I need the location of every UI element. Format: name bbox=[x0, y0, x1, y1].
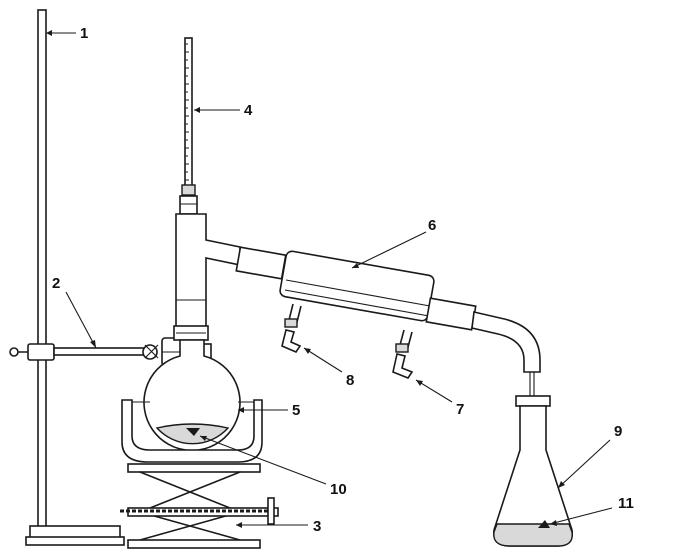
label-4: 4 bbox=[244, 102, 253, 119]
heating-bath bbox=[121, 399, 263, 463]
still-head bbox=[173, 213, 241, 341]
label-5: 5 bbox=[292, 402, 300, 419]
round-bottom-flask bbox=[143, 339, 241, 452]
retort-stand bbox=[25, 9, 125, 546]
label-7: 7 bbox=[456, 401, 464, 418]
label-10: 10 bbox=[330, 481, 347, 498]
leader-lines bbox=[46, 30, 613, 528]
condenser bbox=[235, 246, 435, 379]
erlenmeyer-flask bbox=[493, 395, 574, 547]
label-6: 6 bbox=[428, 217, 436, 234]
label-2: 2 bbox=[52, 275, 60, 292]
label-9: 9 bbox=[614, 423, 622, 440]
label-8: 8 bbox=[346, 372, 354, 389]
label-3: 3 bbox=[313, 518, 321, 535]
lab-jack bbox=[120, 463, 279, 549]
label-1: 1 bbox=[80, 25, 88, 42]
thermometer bbox=[179, 37, 198, 270]
label-11: 11 bbox=[618, 495, 634, 512]
receiver-adapter bbox=[425, 297, 541, 396]
